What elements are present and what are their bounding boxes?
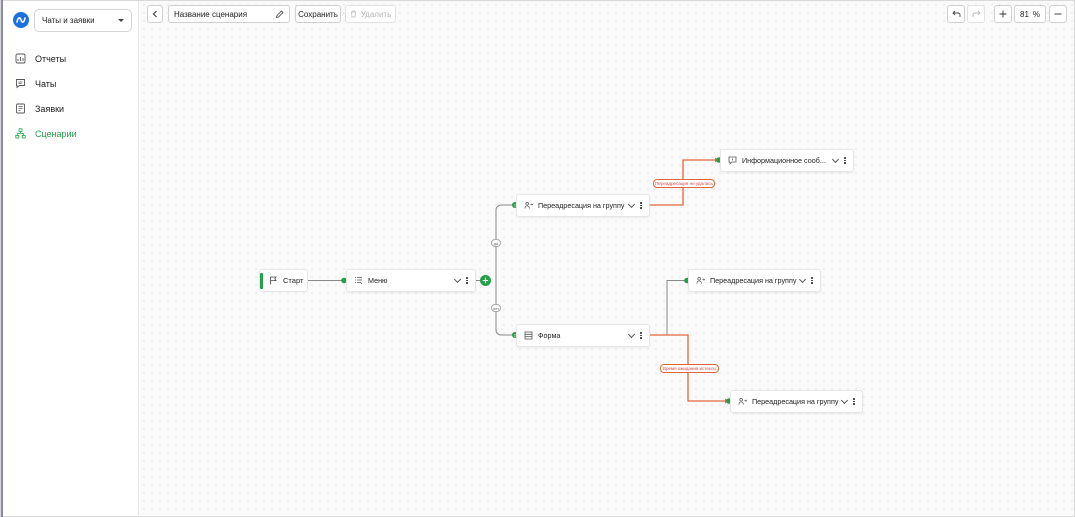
menu-list-icon	[354, 276, 363, 285]
chevron-down-icon[interactable]	[628, 200, 636, 208]
zoom-out-button[interactable]	[1049, 5, 1067, 23]
more-options-icon[interactable]	[844, 156, 846, 165]
flow-canvas[interactable]	[140, 1, 1074, 515]
chats-icon	[15, 78, 26, 89]
flag-icon	[270, 276, 277, 285]
edge-form-redirect	[650, 280, 687, 336]
edge-label-timeout: Время ожидания истекло	[660, 364, 719, 373]
node-label: Информационное сооб...	[742, 156, 826, 165]
node-menu[interactable]: Меню	[346, 269, 476, 292]
requests-icon	[15, 103, 26, 114]
chevron-left-icon	[152, 10, 157, 18]
add-branch-button[interactable]	[480, 275, 491, 286]
delete-button[interactable]: Удалить	[345, 5, 396, 23]
zoom-in-button[interactable]	[994, 5, 1012, 23]
start-label: Старт	[283, 276, 304, 285]
reports-icon	[15, 53, 26, 64]
redo-icon	[972, 10, 981, 17]
chevron-down-icon[interactable]	[454, 275, 462, 283]
sidebar-item-requests[interactable]: Заявки	[3, 96, 139, 121]
sidebar-item-label: Отчеты	[35, 53, 67, 64]
message-icon	[728, 156, 737, 165]
sidebar-item-label: Чаты	[35, 78, 57, 89]
more-options-icon[interactable]	[640, 331, 642, 340]
node-form[interactable]: Форма	[516, 324, 650, 347]
workspace-label: Чаты и заявки	[42, 16, 95, 25]
more-options-icon[interactable]	[811, 276, 813, 285]
edge-no-branch	[495, 280, 515, 336]
group-redirect-icon	[696, 276, 705, 285]
app-logo	[13, 12, 29, 28]
edge-label-redirect-failed: Переадресация не удалась	[653, 179, 715, 188]
port-dot	[341, 277, 347, 284]
zoom-value: 81	[1020, 9, 1029, 19]
node-redirect-group-top[interactable]: Переадресация на группу	[516, 194, 650, 217]
node-label: Переадресация на группу	[538, 201, 625, 210]
chevron-down-icon[interactable]	[841, 396, 849, 404]
delete-label: Удалить	[360, 9, 392, 19]
undo-button[interactable]	[947, 5, 965, 23]
form-icon	[524, 331, 533, 340]
zoom-level-field[interactable]: 81 %	[1014, 5, 1046, 23]
chevron-down-icon[interactable]	[832, 155, 840, 163]
trash-icon	[350, 10, 356, 18]
sidebar-item-label: Заявки	[35, 103, 65, 114]
node-info-message[interactable]: Информационное сооб...	[720, 149, 854, 172]
sidebar-item-label: Сценарии	[35, 128, 77, 139]
plus-icon	[482, 277, 489, 284]
more-options-icon[interactable]	[853, 397, 855, 406]
left-edge-bar	[1, 0, 3, 517]
start-accent-bar	[260, 273, 263, 289]
back-button[interactable]	[147, 5, 163, 23]
undo-icon	[951, 10, 960, 17]
node-redirect-group-middle[interactable]: Переадресация на группу	[688, 269, 821, 292]
chevron-down-icon[interactable]	[799, 275, 807, 283]
scenarios-icon	[15, 128, 26, 139]
scenario-name-value: Название сценария	[174, 9, 248, 19]
sidebar-item-reports[interactable]: Отчеты	[3, 46, 139, 71]
edge-label-no: нет	[491, 304, 501, 312]
sidebar-nav: Отчеты Чаты Заявки Сценарии	[3, 46, 139, 146]
workspace-selector[interactable]: Чаты и заявки	[34, 9, 132, 32]
sidebar-item-scenarios[interactable]: Сценарии	[3, 121, 139, 146]
edge-yes-branch	[495, 204, 515, 281]
group-redirect-icon	[738, 397, 747, 406]
pencil-icon[interactable]	[275, 9, 284, 19]
node-label: Переадресация на группу	[710, 276, 797, 285]
minus-icon	[1054, 13, 1062, 15]
node-label: Меню	[368, 276, 388, 285]
node-redirect-group-bottom[interactable]: Переадресация на группу	[730, 390, 863, 413]
scenario-name-field[interactable]: Название сценария	[168, 5, 290, 23]
node-label: Переадресация на группу	[752, 397, 839, 406]
save-label: Сохранить	[298, 9, 338, 19]
plus-icon	[999, 10, 1007, 18]
chevron-down-icon	[118, 19, 124, 22]
more-options-icon[interactable]	[466, 276, 468, 285]
edge-label-yes: да	[491, 239, 501, 247]
start-node[interactable]: Старт	[259, 269, 308, 292]
redo-button[interactable]	[967, 5, 985, 23]
zoom-unit: %	[1032, 9, 1040, 19]
port-number-1: 1	[514, 203, 517, 208]
chevron-down-icon[interactable]	[628, 330, 636, 338]
save-button[interactable]: Сохранить	[295, 5, 341, 23]
node-label: Форма	[538, 331, 561, 340]
sidebar: Чаты и заявки Отчеты Чаты Заявки Сцена	[3, 1, 139, 515]
port-number-2: 2	[514, 333, 517, 338]
more-options-icon[interactable]	[640, 201, 642, 210]
group-redirect-icon	[524, 201, 533, 210]
sidebar-item-chats[interactable]: Чаты	[3, 71, 139, 96]
